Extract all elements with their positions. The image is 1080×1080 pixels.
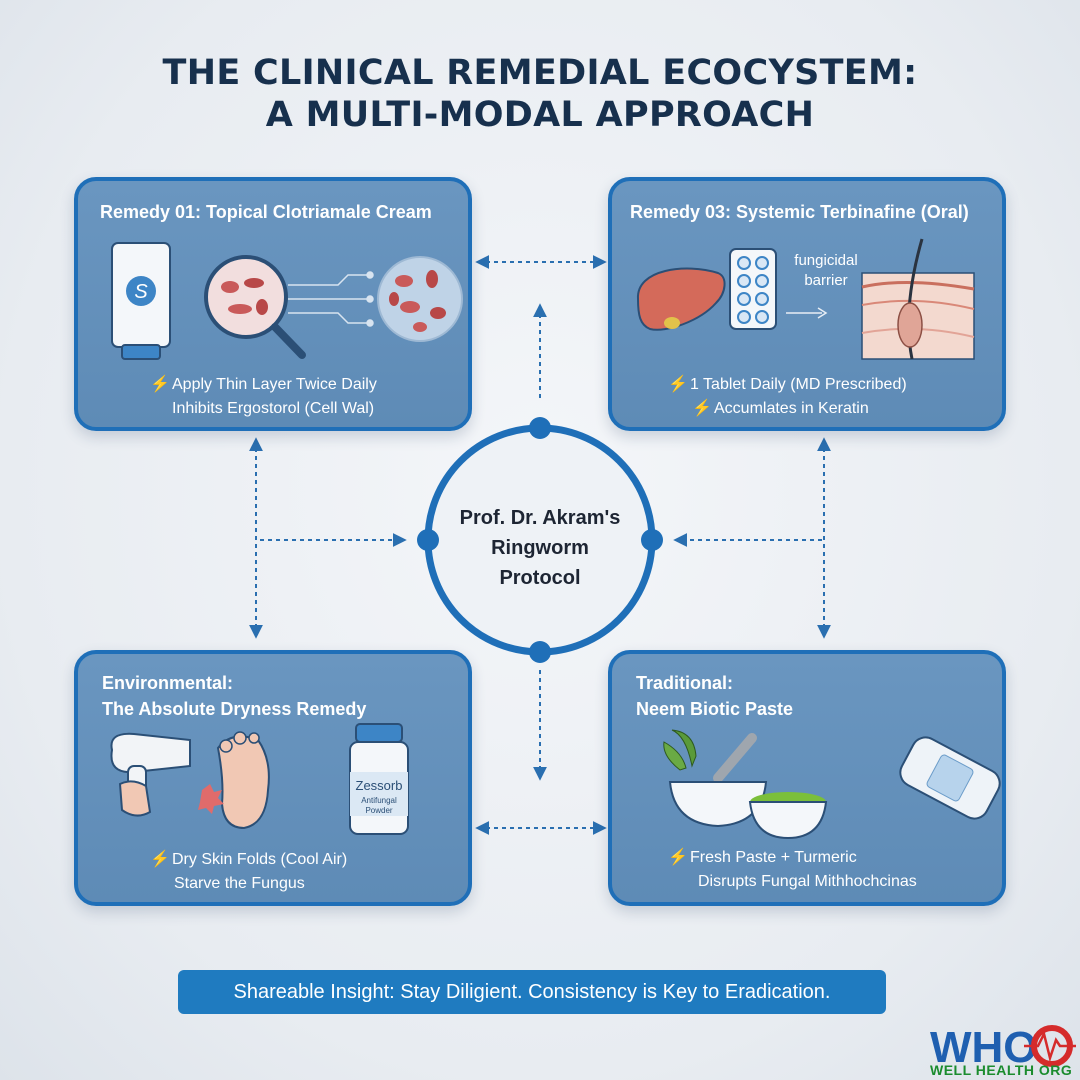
- hub-node-bottom: [529, 641, 551, 663]
- mortar-pestle-icon: [663, 729, 768, 828]
- lightning-bolt-icon: ⚡: [150, 376, 170, 393]
- barrier-label: barrier: [804, 272, 847, 289]
- bullet-text: Inhibits Ergostorol (Cell Wal): [172, 400, 375, 417]
- lightning-bolt-icon: ⚡: [150, 851, 170, 868]
- title-line-1: THE CLINICAL REMEDIAL ECOCYSTEM:: [162, 53, 918, 93]
- lightning-bolt-icon: ⚡: [692, 400, 712, 417]
- card-title: Traditional: Neem Biotic Paste: [636, 670, 793, 722]
- tube-label: S: [134, 281, 148, 303]
- neem-illustration: [663, 729, 1001, 840]
- bullet-2: Inhibits Ergostorol (Cell Wal): [172, 397, 374, 421]
- card-remedy-03: Remedy 03: Systemic Terbinafine (Oral) f…: [608, 177, 1006, 431]
- bullet-text: Accumlates in Keratin: [714, 400, 869, 417]
- hub-node-right: [641, 529, 663, 551]
- hub-node-left: [417, 529, 439, 551]
- bottle-sub-1: Antifungal: [361, 796, 397, 805]
- bottle-brand: Zessorb: [356, 778, 403, 793]
- bottle-sub-2: Powder: [365, 806, 392, 815]
- well-health-org-logo: WHO: [930, 1023, 1076, 1072]
- lightning-bolt-icon: ⚡: [668, 849, 688, 866]
- title-line-2: A MULTI-MODAL APPROACH: [265, 95, 815, 135]
- tablet-pack-icon: [729, 248, 777, 330]
- bullet-2: Disrupts Fungal Mithhochcinas: [698, 870, 917, 894]
- fungal-cells-icon: [377, 256, 463, 342]
- bullet-1: ⚡Apply Thin Layer Twice Daily: [150, 373, 377, 397]
- card-traditional: Traditional: Neem Biotic Paste ⚡Fresh Pa…: [608, 650, 1006, 906]
- bullet-2: Starve the Fungus: [174, 872, 305, 896]
- bullet-1: ⚡Dry Skin Folds (Cool Air): [150, 848, 347, 872]
- foot-icon: [198, 731, 270, 830]
- paste-bowl-icon: [748, 792, 828, 840]
- card-title-line-2: Neem Biotic Paste: [636, 699, 794, 719]
- bullet-text: Apply Thin Layer Twice Daily: [172, 376, 377, 393]
- powder-bottle-icon: Zessorb Antifungal Powder: [349, 723, 409, 835]
- fungicidal-label: fungicidal: [794, 252, 857, 269]
- logo-subtitle: WELL HEALTH ORG: [930, 1062, 1073, 1078]
- cream-tube-icon: S: [111, 242, 171, 360]
- card-remedy-01: Remedy 01: Topical Clotriamale Cream S: [74, 177, 472, 431]
- page-title: THE CLINICAL REMEDIAL ECOCYSTEM: A MULTI…: [0, 52, 1080, 136]
- hub-line-1: Prof. Dr. Akram's: [459, 507, 621, 529]
- hub-node-top: [529, 417, 551, 439]
- bullet-text: 1 Tablet Daily (MD Prescribed): [690, 376, 907, 393]
- bullet-1: ⚡1 Tablet Daily (MD Prescribed): [668, 373, 907, 397]
- card-title-line-1: Traditional:: [636, 673, 734, 693]
- shareable-insight-banner: Shareable Insight: Stay Diligient. Consi…: [178, 970, 886, 1014]
- card-title: Remedy 01: Topical Clotriamale Cream: [100, 202, 432, 222]
- bullet-text: Disrupts Fungal Mithhochcinas: [698, 873, 917, 890]
- bullet-1: ⚡Fresh Paste + Turmeric: [668, 846, 857, 870]
- connector-lines-icon: [288, 271, 374, 327]
- arrow-right-icon: [786, 307, 828, 319]
- hub-label: Prof. Dr. Akram's Ringworm Protocol: [430, 503, 650, 593]
- bullet-text: Fresh Paste + Turmeric: [690, 849, 857, 866]
- hub-line-3: Protocol: [499, 567, 581, 589]
- bullet-text: Dry Skin Folds (Cool Air): [172, 851, 348, 868]
- hair-dryer-icon: [110, 732, 191, 817]
- card-title-line-1: Environmental:: [102, 673, 234, 693]
- card-title: Environmental: The Absolute Dryness Reme…: [102, 670, 366, 722]
- card-title-line-2: The Absolute Dryness Remedy: [102, 699, 367, 719]
- card-environmental: Environmental: The Absolute Dryness Reme…: [74, 650, 472, 906]
- card-title: Remedy 03: Systemic Terbinafine (Oral): [630, 202, 969, 222]
- bullet-2: ⚡Accumlates in Keratin: [692, 397, 869, 421]
- logo-text: WHO: [930, 1023, 1038, 1072]
- bandage-icon: [899, 736, 1001, 820]
- skin-section-icon: [861, 238, 975, 360]
- dryness-illustration: Zessorb Antifungal Powder: [110, 723, 409, 835]
- magnifier-icon: [204, 255, 306, 359]
- oral-illustration: fungicidal barrier: [636, 238, 975, 360]
- liver-icon: [636, 267, 726, 331]
- bullet-text: Starve the Fungus: [174, 875, 305, 892]
- lightning-bolt-icon: ⚡: [668, 376, 688, 393]
- hub-line-2: Ringworm: [491, 537, 589, 559]
- cream-illustration: S: [111, 242, 463, 360]
